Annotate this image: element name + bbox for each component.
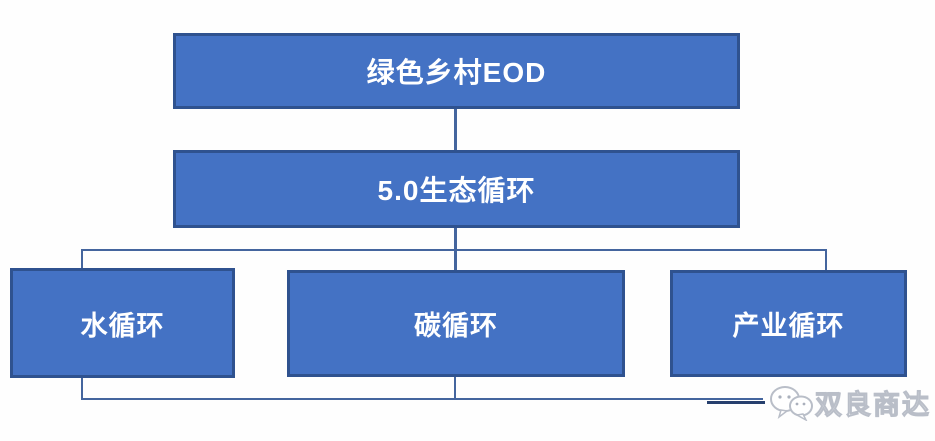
node-green-village-eod: 绿色乡村EOD — [173, 33, 740, 109]
node-water-cycle-label: 水循环 — [80, 310, 165, 341]
connector-drop-to-industry — [825, 249, 827, 270]
node-green-village-eod-label: 绿色乡村EOD — [366, 57, 547, 88]
node-eco-cycle-50: 5.0生态循环 — [173, 150, 740, 228]
watermark: 双良商达 — [707, 383, 931, 422]
connector-branch-horizontal — [81, 249, 827, 251]
wechat-icon — [770, 385, 813, 421]
connector-root-to-level2 — [454, 109, 457, 150]
node-industry-cycle-label: 产业循环 — [732, 311, 845, 341]
node-carbon-cycle-label: 碳循环 — [414, 311, 498, 341]
connector-drop-to-water — [81, 249, 83, 268]
node-eco-cycle-50-label: 5.0生态循环 — [377, 175, 536, 206]
node-carbon-cycle: 碳循环 — [287, 270, 625, 377]
connector-carbon-to-bottom — [454, 377, 456, 400]
node-water-cycle: 水循环 — [10, 268, 235, 378]
watermark-text: 双良商达 — [815, 390, 931, 421]
watermark-dash — [707, 401, 765, 404]
connector-bottom-horizontal — [81, 398, 763, 400]
connector-water-to-bottom — [81, 378, 83, 400]
node-industry-cycle: 产业循环 — [670, 270, 907, 377]
